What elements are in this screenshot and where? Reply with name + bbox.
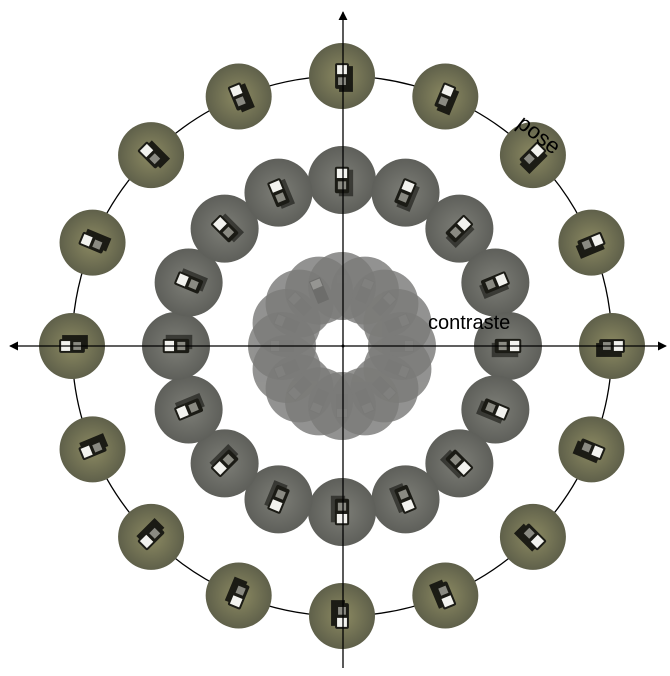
contrast-label: contraste bbox=[428, 312, 510, 335]
car-icon bbox=[331, 496, 349, 526]
car-icon bbox=[331, 600, 349, 629]
outer-patch-11 bbox=[118, 504, 184, 570]
middle-patch-1 bbox=[308, 146, 376, 214]
outer-patch-2 bbox=[412, 64, 478, 130]
outer-patch-12 bbox=[60, 416, 126, 482]
outer-patch-1 bbox=[309, 43, 375, 109]
car-icon bbox=[596, 339, 625, 357]
outer-patch-6 bbox=[558, 416, 624, 482]
outer-patch-4 bbox=[558, 210, 624, 276]
outer-patch-7 bbox=[500, 504, 566, 570]
car-icon bbox=[492, 339, 522, 357]
origin-point bbox=[342, 345, 345, 348]
car-icon bbox=[59, 335, 88, 353]
middle-patch-8 bbox=[372, 465, 440, 533]
car-icon bbox=[335, 63, 353, 92]
car-icon bbox=[163, 335, 193, 353]
outer-patch-10 bbox=[206, 562, 272, 628]
outer-patch-16 bbox=[206, 64, 272, 130]
middle-patch-12 bbox=[155, 376, 223, 444]
outer-patch-14 bbox=[60, 210, 126, 276]
outer-patch-15 bbox=[118, 122, 184, 188]
middle-patch-16 bbox=[244, 159, 312, 227]
car-icon bbox=[335, 167, 353, 197]
outer-patch-8 bbox=[412, 562, 478, 628]
middle-patch-4 bbox=[461, 248, 529, 316]
outer-patch-9 bbox=[309, 583, 375, 649]
middle-patch-9 bbox=[308, 478, 376, 546]
